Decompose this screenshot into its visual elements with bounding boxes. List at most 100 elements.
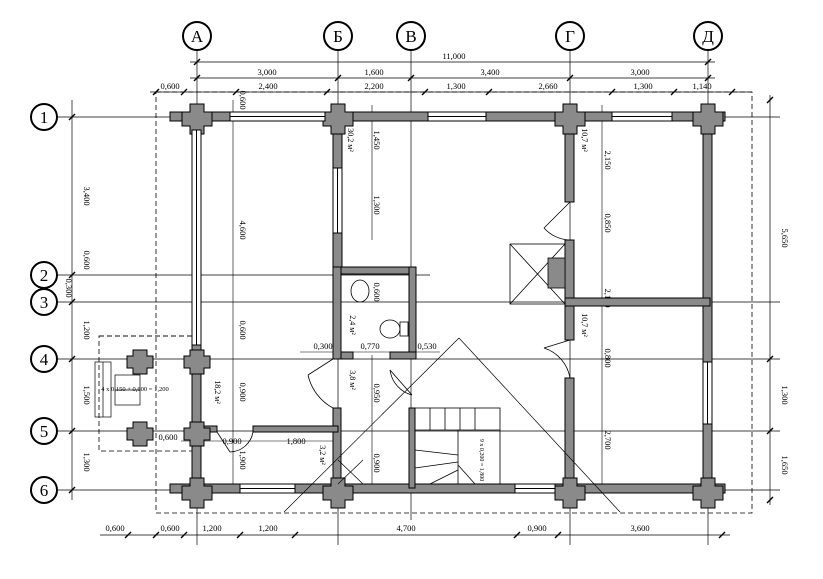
dim-left-1: 3,400 (82, 186, 92, 205)
dim-lower-2: 0,900 (222, 436, 241, 446)
doors (216, 201, 571, 453)
axis-label-d: Д (702, 27, 714, 46)
dim-g-2: 0,850 (603, 213, 613, 232)
dim-bottom-2: 0,600 (160, 523, 179, 533)
dimension-lines-left (68, 100, 76, 500)
dim-b-1: 1,450 (372, 130, 382, 149)
dim-wc-3: 0,600 (372, 282, 382, 301)
dimension-text-bottom: 0,600 0,600 1,200 1,200 4,700 0,900 3,60… (105, 523, 649, 533)
axis-label-g: Г (565, 27, 575, 46)
windows (191, 111, 713, 494)
dimension-text-top: 11,000 3,000 1,600 3,400 3,000 0,600 2,4… (160, 51, 711, 91)
axis-label-v: В (405, 27, 416, 46)
roof-lines (283, 337, 621, 513)
dim-top2-6: 1,300 (633, 81, 652, 91)
axis-bubble-a: А (182, 21, 212, 51)
dim-bottom-6: 0,900 (527, 523, 546, 533)
dim-left-2: 0,600 (82, 250, 92, 269)
axis-label-a: А (191, 27, 204, 46)
staircase (414, 407, 501, 485)
axis-label-b: Б (333, 27, 343, 46)
axis-bubble-1: 1 (30, 103, 58, 131)
axis-label-2: 2 (40, 266, 49, 285)
dimension-lines-bottom (100, 531, 730, 539)
dim-total-top: 11,000 (442, 51, 465, 61)
dim-bottom-5: 4,700 (396, 523, 415, 533)
axis-letter-bubbles: А Б В Г Д (182, 21, 723, 51)
axis-label-3: 3 (40, 293, 49, 312)
dim-bottom-4: 1,200 (258, 523, 277, 533)
axis-bubble-3: 3 (30, 288, 58, 316)
dim-right-1: 5,650 (780, 228, 790, 247)
dim-int-1: 4,600 (238, 220, 248, 239)
axis-bubble-b: Б (323, 21, 353, 51)
dim-lower-1: 0,600 (158, 432, 177, 442)
dim-bottom-1: 0,600 (105, 523, 124, 533)
axis-label-6: 6 (40, 481, 49, 500)
room-area-2: 10,7 м² (580, 128, 589, 152)
room-area-4: 2,4 м² (348, 315, 357, 335)
sink-icon (350, 279, 370, 303)
axis-bubble-g: Г (555, 21, 585, 51)
axis-bubble-5: 5 (30, 417, 58, 445)
dim-top2-2: 2,400 (258, 81, 277, 91)
walls (169, 103, 726, 497)
dimension-text-left: 3,400 0,600 0,300 1,200 1,500 1,300 (64, 186, 92, 471)
room-area-3: 10,7 м² (580, 313, 589, 337)
porch-label: 4 х 0,150 + 0,600 = 1,200 (101, 386, 168, 393)
dim-g-4: 0,800 (603, 348, 613, 367)
axis-label-1: 1 (40, 108, 49, 127)
axis-bubble-2: 2 (30, 261, 58, 289)
dim-g-1: 2,150 (603, 150, 613, 169)
dim-int-2: 0,600 (238, 320, 248, 339)
axis-bubble-4: 4 (30, 345, 58, 373)
axis-label-4: 4 (40, 350, 49, 369)
axis-label-5: 5 (40, 422, 49, 441)
dim-small-2: 0,770 (360, 341, 379, 351)
room-area-7: 3,2 м² (318, 445, 327, 465)
dim-g-5: 2,700 (603, 430, 613, 449)
dim-wc-1: 0,950 (372, 383, 382, 402)
dim-left-5: 1,500 (82, 385, 92, 404)
room-area-1: 30,2 м² (346, 128, 355, 152)
dim-b-2: 1,300 (372, 195, 382, 214)
axis-number-bubbles: 1 2 3 4 5 6 (30, 103, 58, 504)
dim-small-3: 0,530 (417, 341, 436, 351)
interior-dimension-text: 4,600 0,600 0,900 1,900 0,600 1,450 1,30… (158, 90, 613, 472)
stair-label: 9 х 0,200 = 1,800 (478, 439, 484, 481)
dim-right-3: 1,650 (780, 455, 790, 474)
dim-int-4: 1,900 (238, 450, 248, 469)
room-area-5: 3,8 м² (348, 370, 357, 390)
dim-top2-1: 0,600 (160, 81, 179, 91)
dim-top2-7: 1,140 (692, 81, 711, 91)
axis-bubble-6: 6 (30, 476, 58, 504)
dim-top2-3: 2,200 (364, 81, 383, 91)
dim-top1-3: 3,400 (480, 67, 499, 77)
dimension-lines-top (150, 58, 752, 96)
dim-top2-5: 2,660 (538, 81, 557, 91)
dim-int-3: 0,900 (238, 382, 248, 401)
wc-fixtures (350, 279, 409, 339)
dim-bottom-7: 3,600 (630, 523, 649, 533)
dim-top1-2: 1,600 (364, 67, 383, 77)
interior-dimension-lines (181, 100, 603, 490)
stove (509, 243, 566, 305)
axis-bubble-d: Д (693, 21, 723, 51)
room-area-6: 18,2 м² (213, 380, 222, 404)
dim-bottom-3: 1,200 (202, 523, 221, 533)
axis-bubble-v: В (396, 21, 426, 51)
dim-small-1: 0,300 (313, 341, 332, 351)
dim-right-2: 1,300 (780, 385, 790, 404)
dim-lower-3: 1,800 (286, 436, 305, 446)
dim-left-6: 1,300 (82, 452, 92, 471)
dim-top2-4: 1,300 (446, 81, 465, 91)
column-crosses (126, 103, 724, 509)
porch-steps (94, 361, 141, 418)
dim-top1-1: 3,000 (257, 67, 276, 77)
dim-int-5: 0,600 (238, 90, 248, 109)
dim-left-4: 1,200 (82, 320, 92, 339)
dimension-lines-right (766, 95, 774, 505)
toilet-icon (379, 319, 401, 339)
dim-top1-4: 3,000 (630, 67, 649, 77)
